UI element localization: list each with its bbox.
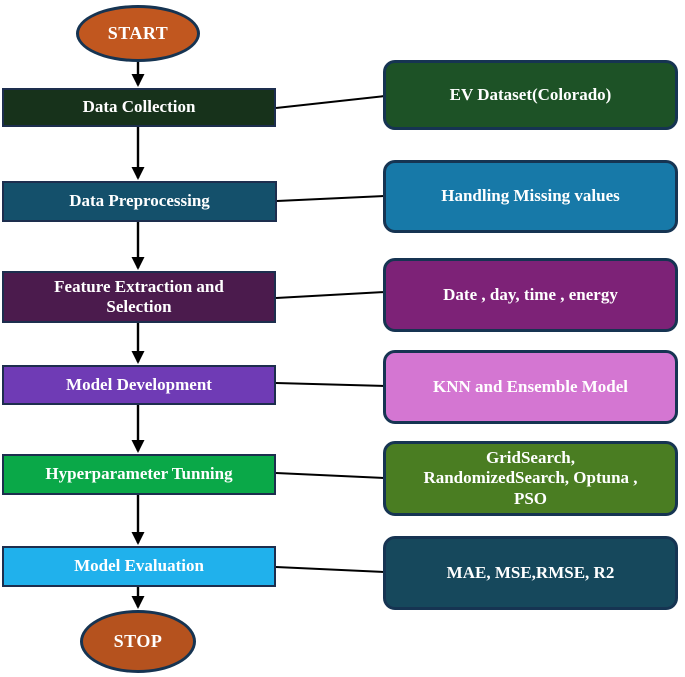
node-model-evaluation: Model Evaluation (2, 546, 276, 587)
node-data-preprocessing: Data Preprocessing (2, 181, 277, 222)
annotation-gridsearch-optuna-pso: GridSearch, RandomizedSearch, Optuna , P… (383, 441, 678, 516)
annotation-ev-dataset: EV Dataset(Colorado) (383, 60, 678, 130)
annotation-knn-ensemble-model: KNN and Ensemble Model (383, 350, 678, 424)
connector-model-dev-to-knn (275, 382, 386, 387)
annotation-date-day-time-energy: Date , day, time , energy (383, 258, 678, 332)
connector-preprocessing-to-missing-values (276, 195, 386, 202)
node-hyperparameter-tunning: Hyperparameter Tunning (2, 454, 276, 495)
node-data-collection: Data Collection (2, 88, 276, 127)
annotation-handling-missing-values: Handling Missing values (383, 160, 678, 233)
annotation-mae-mse-rmse-r2: MAE, MSE,RMSE, R2 (383, 536, 678, 610)
node-feature-extraction-selection: Feature Extraction and Selection (2, 271, 276, 323)
node-model-development: Model Development (2, 365, 276, 405)
connector-feature-to-date-day (275, 291, 386, 299)
connector-collection-to-ev-dataset (275, 95, 386, 109)
connector-hyperparam-to-gridsearch (275, 472, 386, 479)
connector-evaluation-to-mae (275, 566, 386, 573)
stop-terminal: STOP (80, 610, 196, 673)
start-terminal: START (76, 5, 200, 62)
